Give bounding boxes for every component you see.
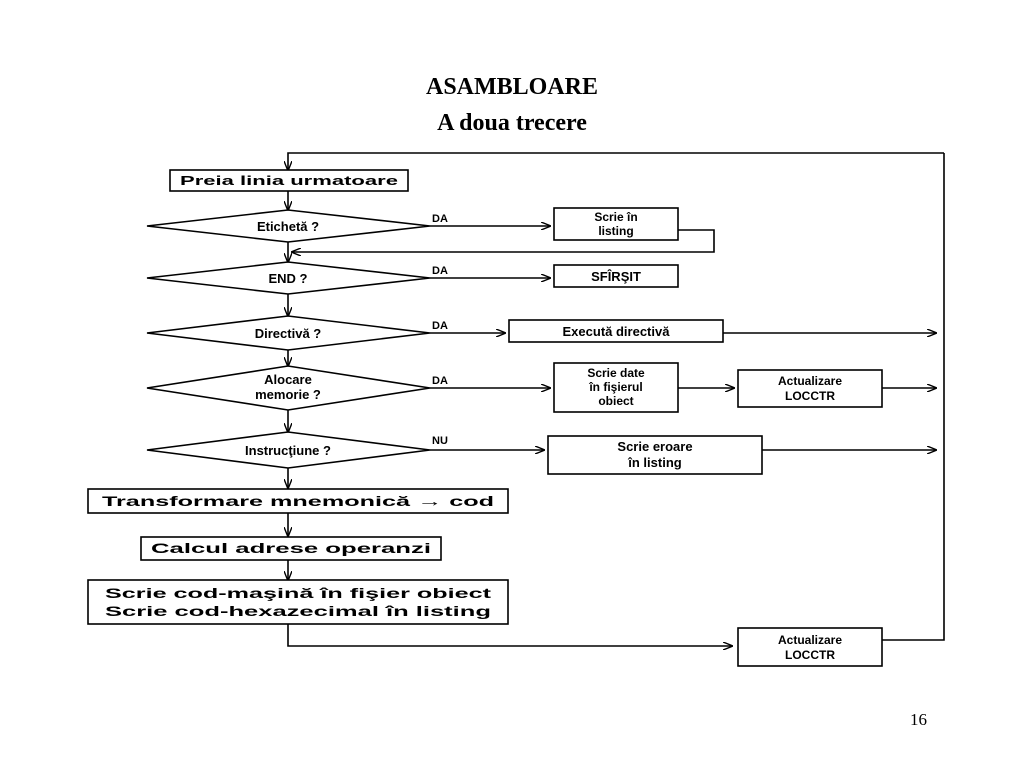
loop-back-line: [288, 152, 945, 641]
node-actualizare-2-label-1: Actualizare: [778, 633, 842, 647]
node-scrie-listing-label-1: Scrie în: [594, 210, 637, 224]
node-alocare-label-1: Alocare: [264, 372, 312, 387]
node-alocare-label-2: memorie ?: [255, 387, 321, 402]
node-calcul-label: Calcul adrese operanzi: [151, 540, 431, 556]
node-executa-directiva: Execută directivă: [508, 319, 724, 343]
node-end-label: END ?: [269, 271, 308, 286]
node-directiva-label: Directivă ?: [255, 326, 322, 341]
node-actualizare-1: Actualizare LOCCTR: [737, 369, 883, 408]
node-scrie-date-label-1: Scrie date: [587, 366, 645, 380]
edge-label-da-end: DA: [432, 265, 448, 277]
node-instructiune-label: Instrucţiune ?: [245, 443, 331, 458]
node-scrie-eroare: Scrie eroare în listing: [547, 435, 763, 475]
backbone-9: [287, 624, 732, 646]
edge-label-da-eticheta: DA: [432, 213, 448, 225]
node-sfarsit-label: SFÎRŞIT: [591, 269, 641, 284]
node-sfarsit: SFÎRŞIT: [553, 264, 679, 288]
node-scrie-cod-label-1: Scrie cod-maşină în fişier obiect: [105, 585, 492, 601]
node-scrie-cod: Scrie cod-maşină în fişier obiect Scrie …: [87, 579, 509, 625]
node-transformare-label: Transformare mnemonică → cod: [102, 493, 494, 509]
node-scrie-eroare-label-1: Scrie eroare: [617, 439, 692, 454]
node-actualizare-2: Actualizare LOCCTR: [737, 627, 883, 667]
slide-subtitle: A doua trecere: [437, 110, 587, 136]
node-calcul: Calcul adrese operanzi: [140, 536, 442, 561]
node-preia-linia: Preia linia urmatoare: [169, 169, 409, 192]
node-eticheta-label: Etichetă ?: [257, 219, 319, 234]
node-actualizare-2-label-2: LOCCTR: [785, 648, 835, 662]
node-scrie-date: Scrie date în fişierul obiect: [553, 362, 679, 413]
node-alocare: Alocare memorie ?: [146, 365, 431, 411]
node-directiva: Directivă ?: [146, 315, 431, 351]
connectors: [287, 152, 945, 646]
edge-label-da-alocare: DA: [432, 375, 448, 387]
node-scrie-listing: Scrie în listing: [553, 207, 679, 241]
node-scrie-eroare-label-2: în listing: [627, 455, 682, 470]
node-actualizare-1-label-2: LOCCTR: [785, 389, 835, 403]
node-scrie-date-label-2: în fişierul: [588, 380, 642, 394]
scrie-listing-return: [292, 229, 715, 252]
node-executa-directiva-label: Execută directivă: [563, 324, 671, 339]
node-scrie-date-label-3: obiect: [598, 394, 633, 408]
node-scrie-listing-label-2: listing: [598, 224, 633, 238]
node-actualizare-1-label-1: Actualizare: [778, 374, 842, 388]
node-preia-linia-label: Preia linia urmatoare: [180, 173, 398, 188]
node-transformare: Transformare mnemonică → cod: [87, 488, 509, 514]
node-scrie-cod-label-2: Scrie cod-hexazecimal în listing: [105, 603, 491, 619]
slide-title: ASAMBLOARE: [425, 74, 599, 100]
edge-label-da-directiva: DA: [432, 320, 448, 332]
node-eticheta: Etichetă ?: [146, 209, 431, 243]
page-number: 16: [910, 710, 927, 729]
edge-label-nu-instructiune: NU: [432, 435, 448, 447]
node-instructiune: Instrucţiune ?: [146, 431, 431, 469]
node-end: END ?: [146, 261, 431, 295]
